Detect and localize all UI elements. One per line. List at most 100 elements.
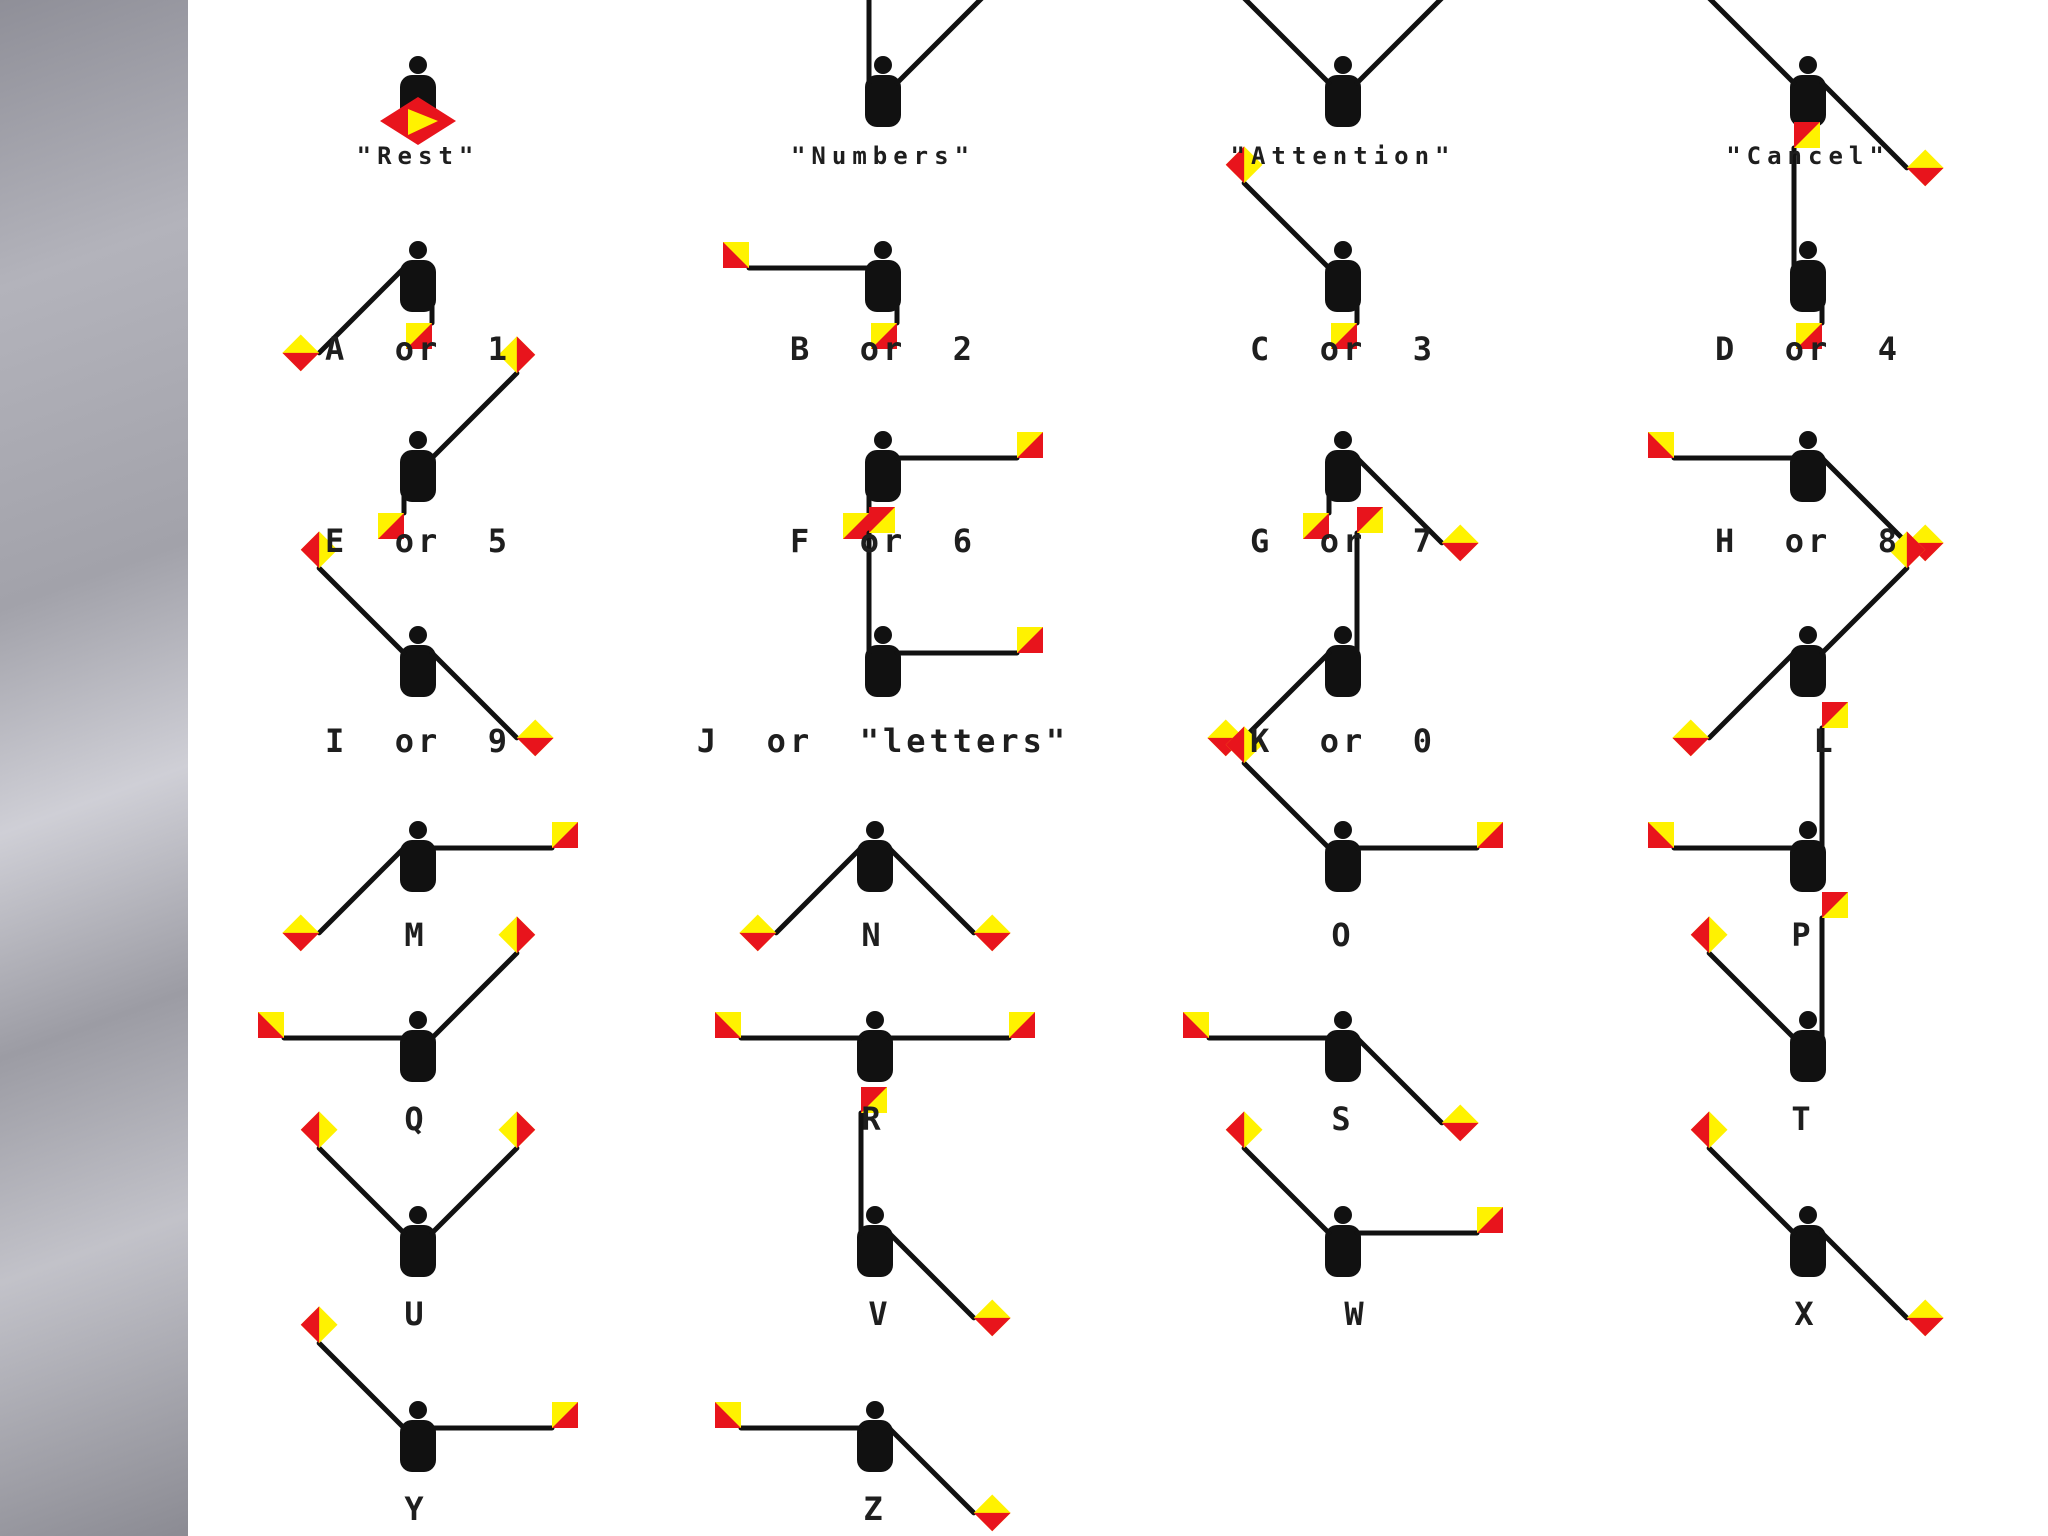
caption-g: G or 7 (1250, 522, 1436, 560)
figure-head-a (409, 241, 427, 259)
semaphore-figure-y (301, 1306, 578, 1472)
flag-rest-rest (380, 97, 456, 145)
flag-red-right-x (1907, 1318, 1944, 1336)
flag-right-y (552, 1402, 578, 1428)
figure-head-v (866, 1206, 884, 1224)
figure-head-b (874, 241, 892, 259)
flag-red-right-g (1442, 543, 1479, 561)
flag-red-right-i (517, 738, 554, 756)
caption-a: A or 1 (325, 330, 511, 368)
flag-right-n (974, 914, 1011, 951)
figure-head-o (1334, 821, 1352, 839)
figure-head-q (409, 1011, 427, 1029)
flag-right-t (1822, 892, 1848, 918)
figure-head-i (409, 626, 427, 644)
arm-left-c (1244, 183, 1329, 268)
arm-right-z (889, 1428, 974, 1513)
caption-i: I or 9 (325, 722, 511, 760)
caption-q: Q (404, 1100, 427, 1138)
arm-right-s (1357, 1038, 1442, 1123)
semaphore-figure-r (715, 1011, 1035, 1082)
caption-h: H or 8 (1715, 522, 1901, 560)
flag-red-left-m (282, 933, 319, 951)
figure-head-s (1334, 1011, 1352, 1029)
flag-red-left-l (1672, 738, 1709, 756)
flag-left-y (301, 1306, 338, 1343)
caption-b: B or 2 (790, 330, 976, 368)
semaphore-figure-l (1672, 531, 1925, 756)
arm-left-o (1244, 763, 1329, 848)
figure-head-u (409, 1206, 427, 1224)
flag-left-a (282, 334, 319, 371)
caption-n: N (861, 916, 884, 954)
flag-red-right-q (517, 916, 535, 953)
flag-left-x (1691, 1111, 1728, 1148)
flag-right-u (498, 1111, 535, 1148)
caption-p: P (1791, 916, 1814, 954)
flag-left-t (1691, 916, 1728, 953)
flag-left-h (1648, 432, 1674, 458)
arm-right-attention (1357, 0, 1442, 83)
arm-right-u (432, 1148, 517, 1233)
flag-left-r (715, 1012, 741, 1038)
arm-right-e (432, 373, 517, 458)
flag-left-q (258, 1012, 284, 1038)
flag-left-s (1183, 1012, 1209, 1038)
semaphore-figures (188, 0, 2048, 1536)
figure-head-e (409, 431, 427, 449)
figure-head-numbers (874, 56, 892, 74)
flag-red-left-a (282, 353, 319, 371)
semaphore-figure-m (282, 821, 578, 951)
caption-e: E or 5 (325, 522, 511, 560)
caption-numbers: "Numbers" (791, 142, 975, 170)
side-decor-panel (0, 0, 188, 1536)
figure-head-c (1334, 241, 1352, 259)
caption-m: M (404, 916, 427, 954)
flag-red-right-u (517, 1111, 535, 1148)
figure-head-w (1334, 1206, 1352, 1224)
figure-head-d (1799, 241, 1817, 259)
figure-head-r (866, 1011, 884, 1029)
arm-left-l (1709, 653, 1794, 738)
caption-y: Y (404, 1490, 427, 1528)
figure-head-x (1799, 1206, 1817, 1224)
flag-right-v (974, 1299, 1011, 1336)
flag-left-u (301, 1111, 338, 1148)
arm-right-numbers (897, 0, 982, 83)
caption-t: T (1791, 1100, 1814, 1138)
caption-attention: "Attention" (1231, 142, 1456, 170)
caption-w: W (1344, 1295, 1367, 1333)
figure-head-f (874, 431, 892, 449)
arm-right-q (432, 953, 517, 1038)
caption-s: S (1331, 1100, 1354, 1138)
flag-red-right-z (974, 1513, 1011, 1531)
flag-red-left-y (301, 1306, 319, 1343)
flag-red-left-x (1691, 1111, 1709, 1148)
caption-k: K or 0 (1250, 722, 1436, 760)
flag-red-right-n (974, 933, 1011, 951)
arm-right-x (1822, 1233, 1907, 1318)
caption-o: O (1331, 916, 1354, 954)
figure-head-l (1799, 626, 1817, 644)
figure-head-z (866, 1401, 884, 1419)
flag-right-i (517, 719, 554, 756)
arm-left-cancel (1709, 0, 1794, 83)
caption-cancel: "Cancel" (1726, 142, 1890, 170)
flag-left-b (723, 242, 749, 268)
flag-right-o (1477, 822, 1503, 848)
figure-head-rest (409, 56, 427, 74)
semaphore-figure-attention (1226, 0, 1460, 127)
caption-c: C or 3 (1250, 330, 1436, 368)
caption-v: V (868, 1295, 891, 1333)
arm-left-attention (1244, 0, 1329, 83)
flag-right-x (1907, 1299, 1944, 1336)
flag-red-left-i (301, 531, 319, 568)
figure-head-attention (1334, 56, 1352, 74)
arm-right-l (1822, 568, 1907, 653)
caption-f: F or 6 (790, 522, 976, 560)
caption-d: D or 4 (1715, 330, 1901, 368)
caption-z: Z (863, 1490, 886, 1528)
flag-red-right-cancel (1907, 168, 1944, 186)
flag-right-f (1017, 432, 1043, 458)
caption-rest: "Rest" (357, 142, 480, 170)
